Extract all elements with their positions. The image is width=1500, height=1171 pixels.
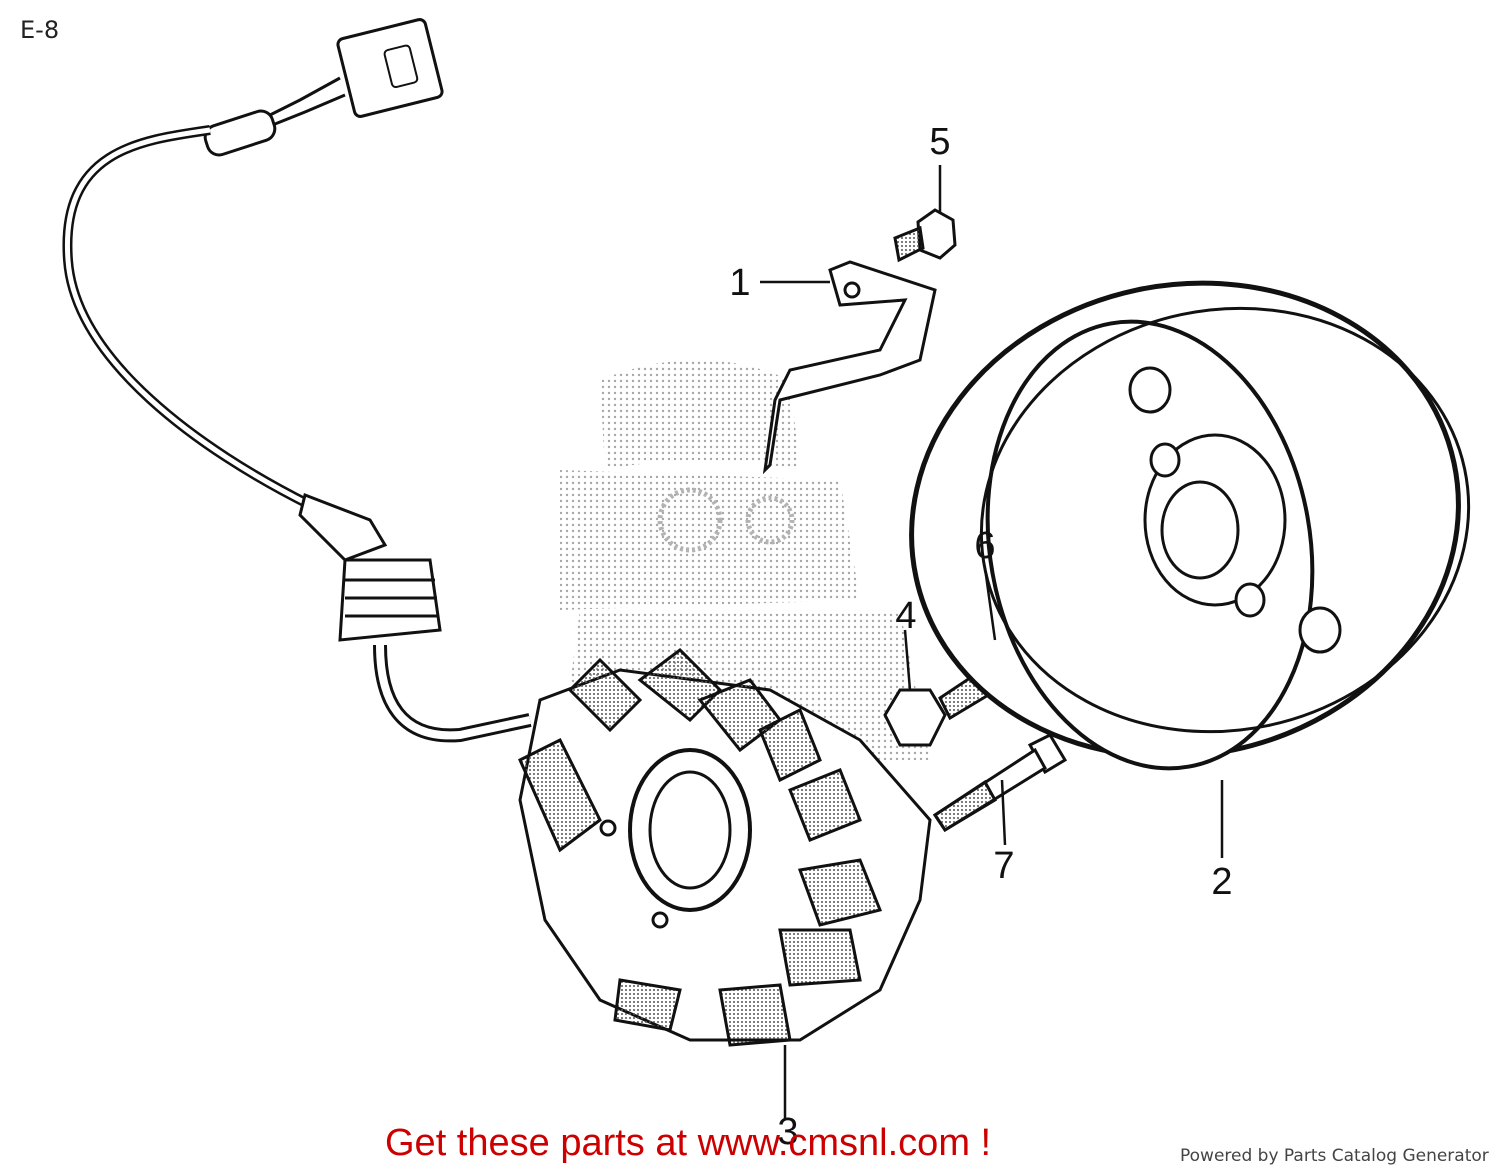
socket-bolt xyxy=(932,733,1068,833)
callout-6: 6 xyxy=(974,525,996,567)
callout-5: 5 xyxy=(929,121,951,163)
callout-1: 1 xyxy=(729,262,751,304)
flywheel xyxy=(909,280,1471,771)
callout-7: 7 xyxy=(993,845,1015,887)
stator-assembly xyxy=(518,648,932,1047)
leader-lines xyxy=(760,165,1224,1120)
callout-2: 2 xyxy=(1211,861,1233,903)
screw xyxy=(893,208,957,263)
bracket xyxy=(762,260,937,475)
promo-link[interactable]: Get these parts at www.cmsnl.com ! xyxy=(385,1122,992,1164)
page-code: E-8 xyxy=(20,16,60,44)
callout-3: 3 xyxy=(777,1111,799,1153)
wire-harness xyxy=(62,18,532,743)
generator-credit: Powered by Parts Catalog Generator xyxy=(1180,1146,1489,1166)
callout-4: 4 xyxy=(895,595,917,637)
